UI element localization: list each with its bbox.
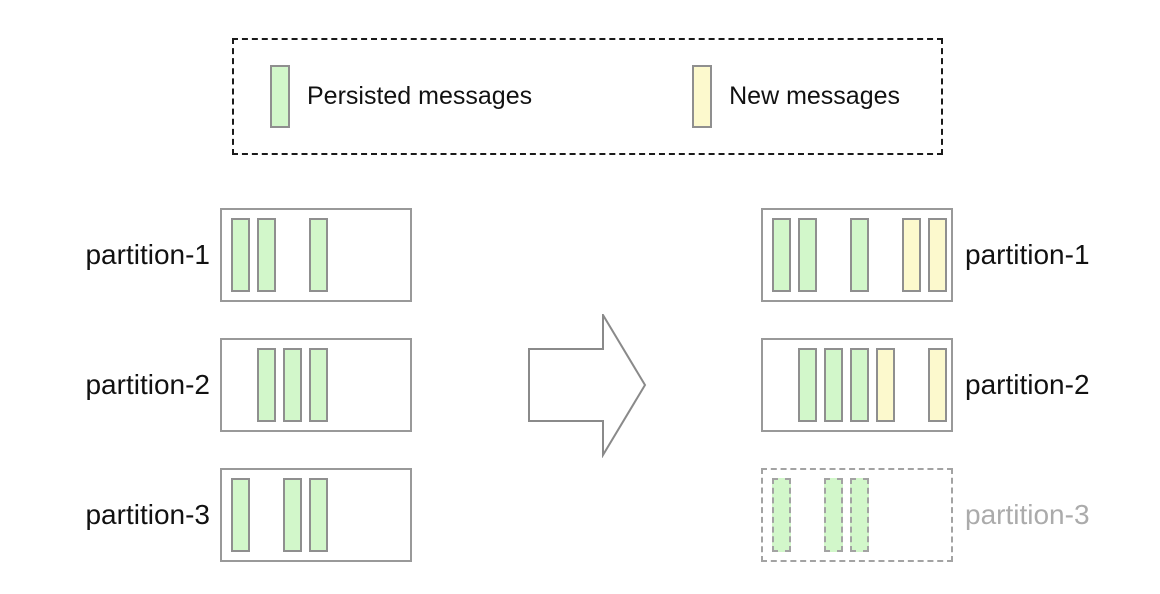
- persisted-message-bar: [798, 348, 817, 422]
- persisted-message-bar: [283, 478, 302, 552]
- persisted-message-bar: [772, 218, 791, 292]
- partition-label-right-3: partition-3: [965, 499, 1090, 530]
- partition-box-right-2: [761, 338, 953, 432]
- partition-box-right-3: [761, 468, 953, 562]
- partition-label-right-2: partition-2: [965, 369, 1090, 400]
- new-message-bar: [876, 348, 895, 422]
- partition-label-left-1: partition-1: [85, 239, 210, 270]
- persisted-message-bar: [850, 348, 869, 422]
- persisted-message-bar: [824, 348, 843, 422]
- persisted-message-bar: [309, 348, 328, 422]
- new-message-bar: [928, 218, 947, 292]
- persisted-message-bar: [309, 478, 328, 552]
- persisted-message-bar: [824, 478, 843, 552]
- partition-box-left-2: [220, 338, 412, 432]
- persisted-message-bar: [798, 218, 817, 292]
- partition-label-left-3: partition-3: [85, 499, 210, 530]
- persisted-message-bar: [850, 478, 869, 552]
- persisted-message-bar: [231, 218, 250, 292]
- legend-label-persisted: Persisted messages: [307, 82, 533, 110]
- partition-label-left-2: partition-2: [85, 369, 210, 400]
- legend-label-new: New messages: [729, 82, 901, 110]
- legend-item-new: New messages: [692, 65, 900, 128]
- partition-box-left-3: [220, 468, 412, 562]
- partition-label-right-1: partition-1: [965, 239, 1090, 270]
- new-message-swatch-icon: [692, 65, 713, 128]
- persisted-message-swatch-icon: [270, 65, 290, 128]
- arrow-right-icon: [528, 311, 647, 463]
- legend-item-persisted: Persisted messages: [270, 65, 532, 128]
- persisted-message-bar: [257, 218, 276, 292]
- partition-box-left-1: [220, 208, 412, 302]
- persisted-message-bar: [257, 348, 276, 422]
- legend-box: Persisted messages New messages: [232, 38, 943, 155]
- new-message-bar: [902, 218, 921, 292]
- persisted-message-bar: [231, 478, 250, 552]
- new-message-bar: [928, 348, 947, 422]
- persisted-message-bar: [772, 478, 791, 552]
- partition-box-right-1: [761, 208, 953, 302]
- persisted-message-bar: [309, 218, 328, 292]
- persisted-message-bar: [850, 218, 869, 292]
- persisted-message-bar: [283, 348, 302, 422]
